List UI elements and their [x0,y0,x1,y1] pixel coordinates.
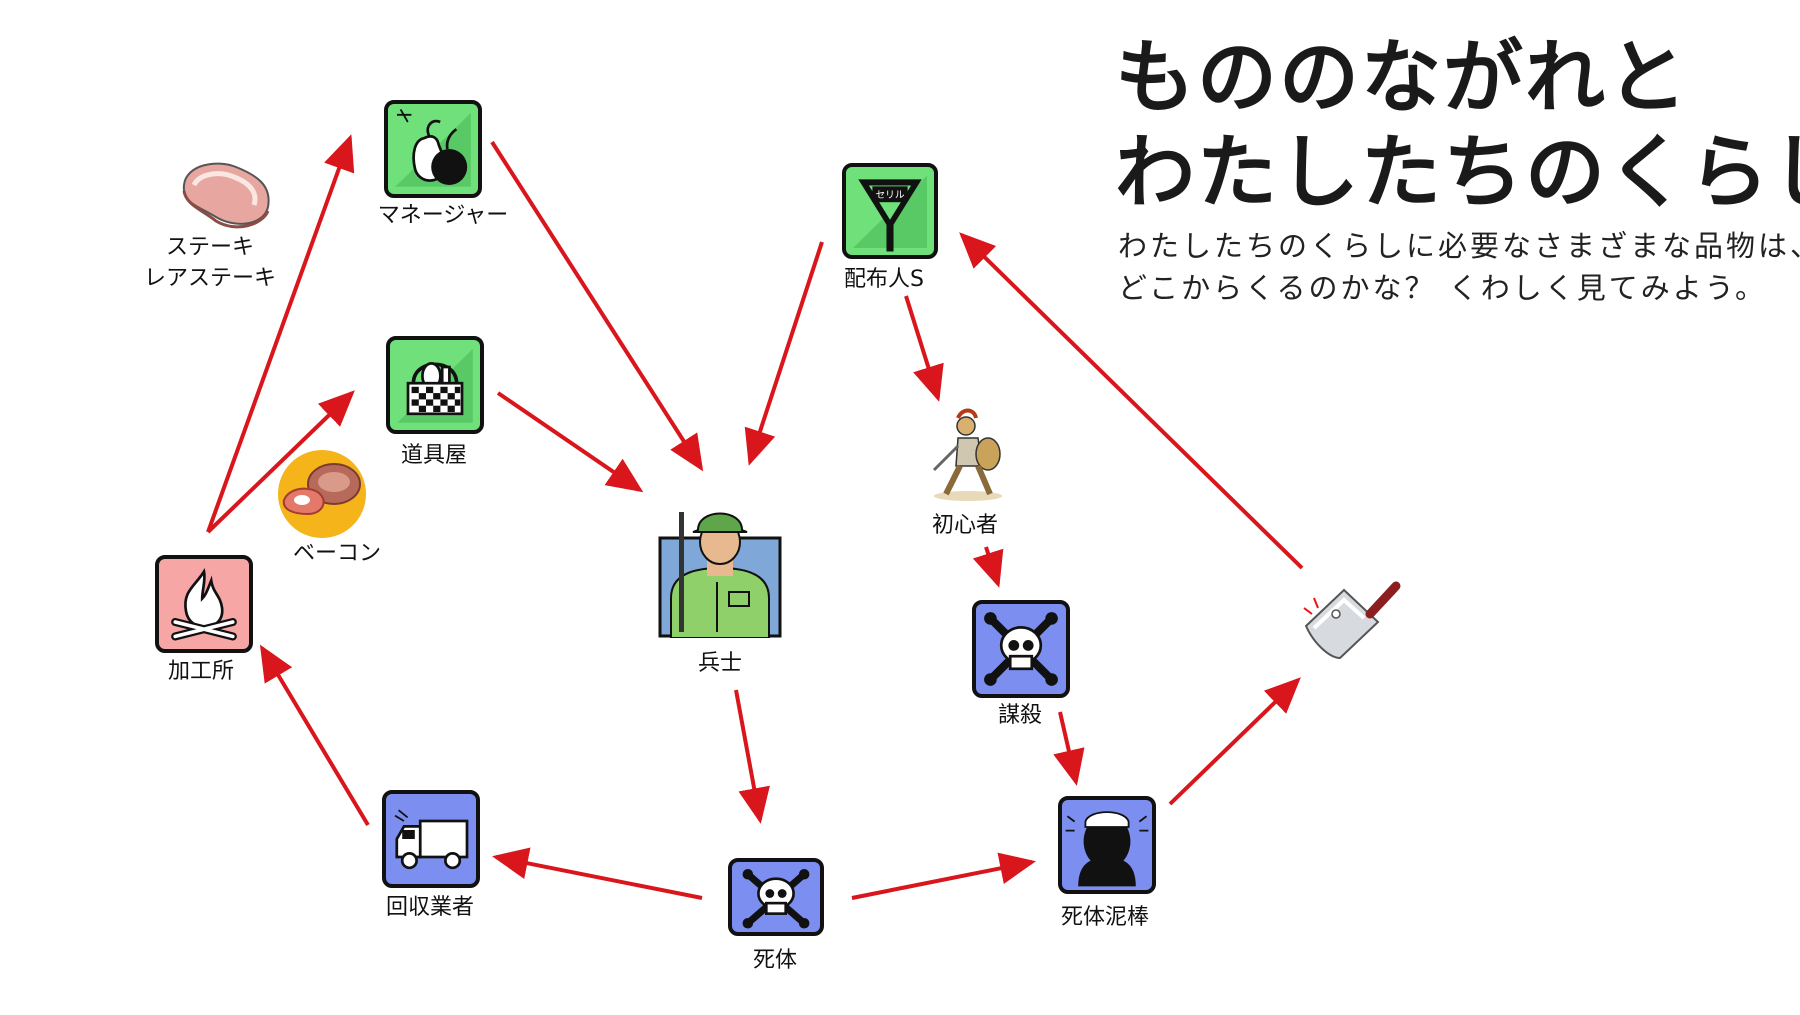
title-line-1: もののながれと [1115,31,1689,124]
arrow-corpse-to-collector [492,847,703,900]
truck-icon [382,790,480,888]
page-title: もののながれと わたしたちのくらし [1115,30,1800,220]
arrow-factory-to-shop [206,390,355,534]
node-label-shop: 道具屋 [400,443,468,468]
fire-icon [155,555,253,653]
yield-sign-icon: セリル [842,163,938,259]
arrow-distributor-to-beginner [904,295,944,402]
arrow-corpse-to-thief [851,852,1036,900]
node-label-bacon: ベーコン [292,541,382,566]
arrow-thief-to-cleaver [1168,677,1301,806]
node-label-thief: 死体泥棒 [1060,905,1150,930]
steak-label-line-1: ステーキ [165,235,255,260]
meat-icon [278,446,372,540]
node-label-collector: 回収業者 [385,895,475,920]
node-label-factory: 加工所 [167,659,235,684]
arrow-soldier-to-corpse [734,689,770,824]
steak-icon [176,155,276,235]
title-line-2: わたしたちのくらし [1115,126,1800,219]
arrow-factory-to-manager [206,134,355,533]
node-label-manager: マネージャー [377,203,509,228]
node-label-soldier: 兵士 [697,651,743,676]
page-subtitle: わたしたちのくらしに必要なさまざまな品物は、 どこからくるのかな？ くわしく見て… [1118,225,1800,309]
gladiator-icon [928,408,1010,502]
subtitle-line-2: どこからくるのかな？ くわしく見てみよう。 [1118,271,1768,305]
node-label-distributor: 配布人S [844,267,924,292]
steak-label-line-2: レアステーキ [143,266,277,291]
arrow-beginner-to-murder [972,546,1004,588]
arrow-murder-to-thief [1053,711,1085,786]
skull-crossbones-icon [728,858,824,936]
subtitle-line-1: わたしたちのくらしに必要なさまざまな品物は、 [1118,229,1800,263]
skull-crossbones-icon [972,600,1070,698]
nurse-icon [1058,796,1156,894]
soldier-icon [657,502,783,639]
arrow-collector-to-factory [259,644,370,827]
fruit-icon [384,100,482,198]
node-label-steak: ステーキ レアステーキ [144,232,276,294]
node-label-corpse: 死体 [752,948,798,973]
arrow-shop-to-soldier [496,391,644,493]
arrow-manager-to-soldier [490,140,704,472]
basket-icon [386,336,484,434]
node-label-beginner: 初心者 [931,513,999,538]
yield-sign-text: セリル [875,189,904,201]
arrow-distributor-to-soldier [744,241,824,466]
cleaver-icon [1300,574,1404,668]
arrow-cleaver-to-distributor [959,232,1304,570]
node-label-murder: 謀殺 [997,703,1043,728]
